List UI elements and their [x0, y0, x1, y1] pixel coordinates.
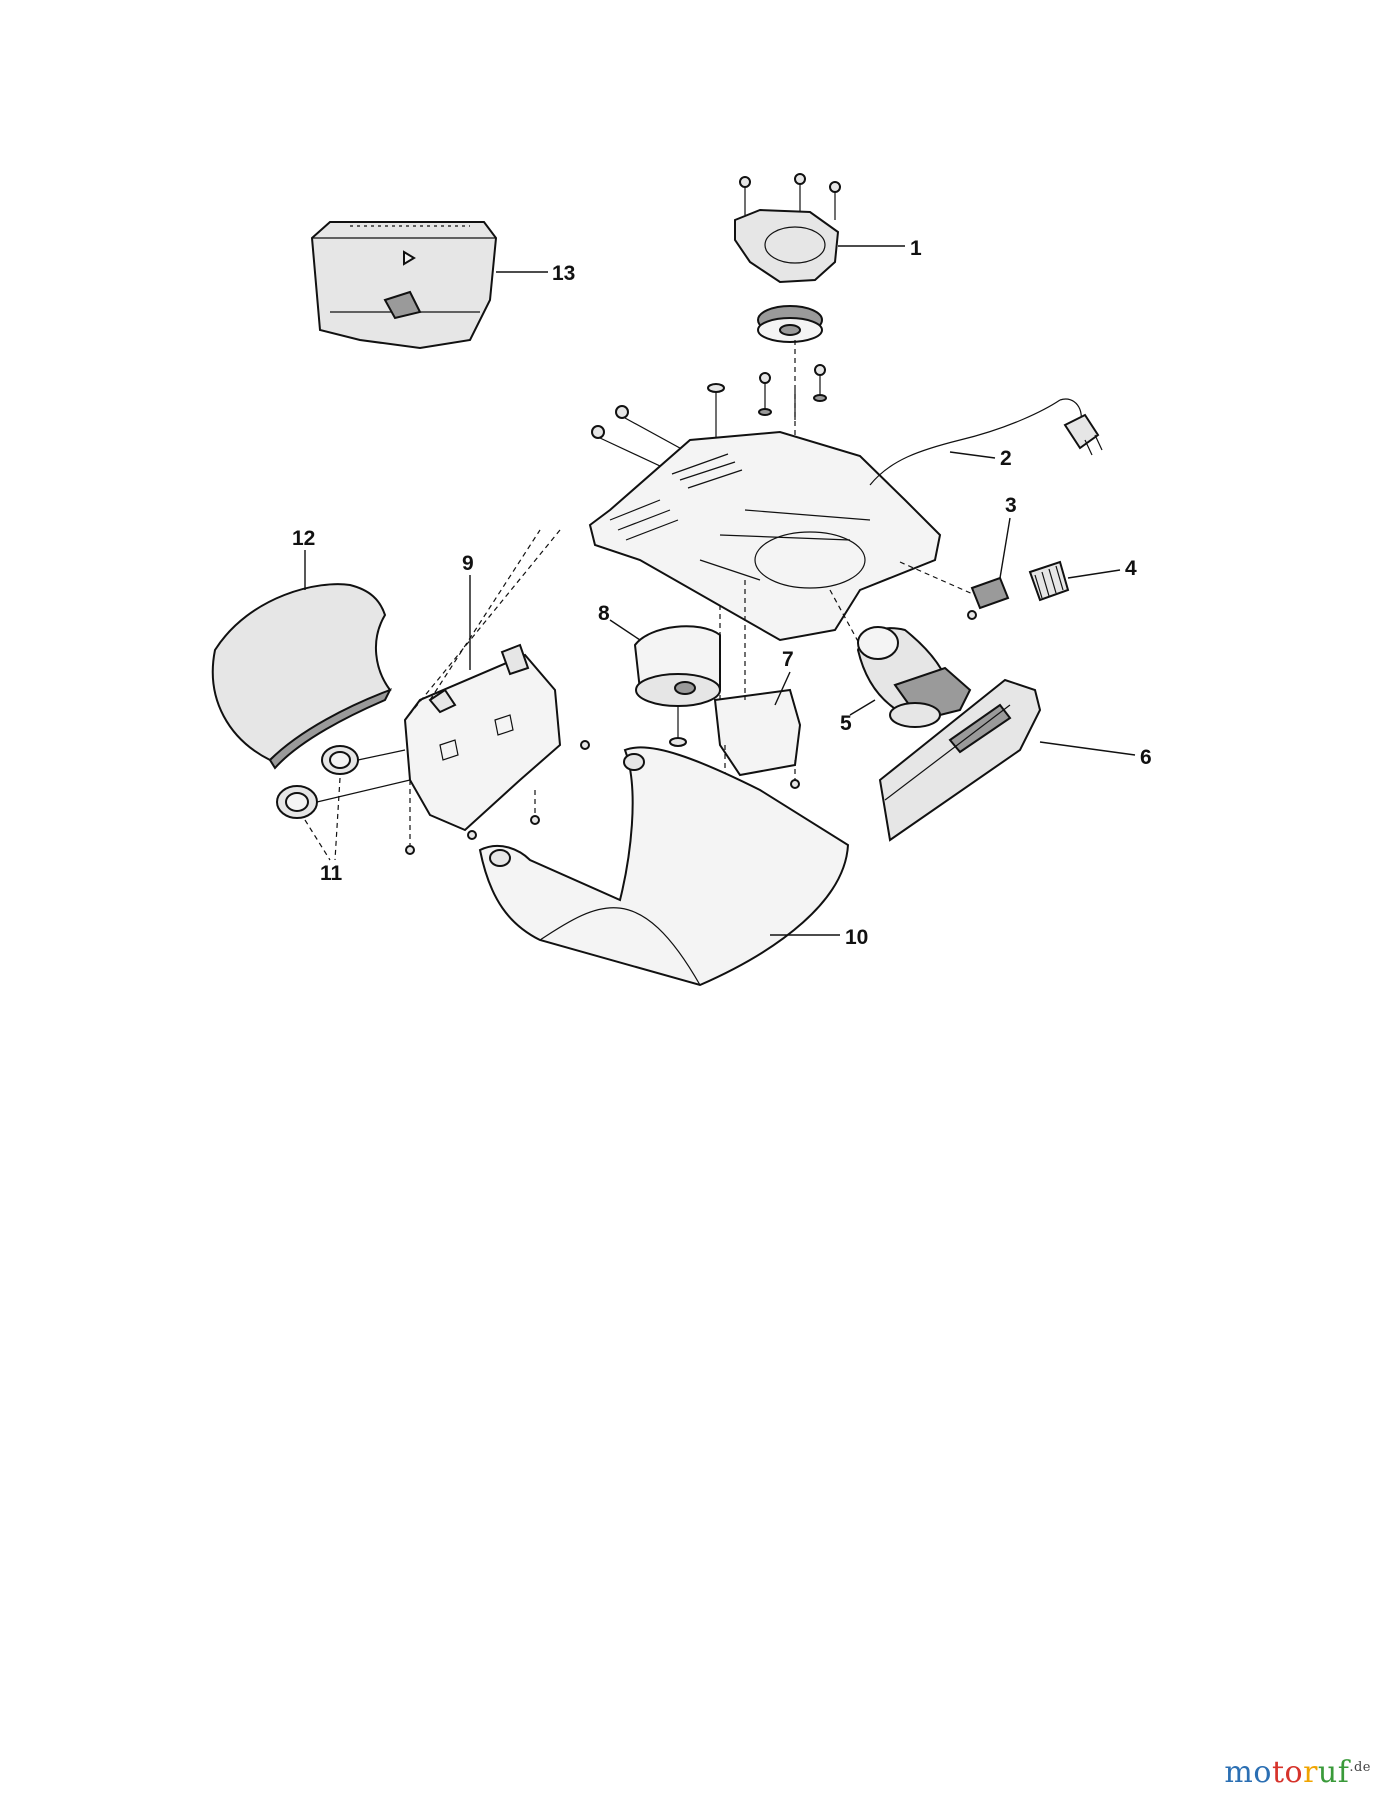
part-2-chassis: [588, 430, 942, 642]
callout-6: 6: [1140, 746, 1152, 769]
leader-4: [1067, 569, 1121, 579]
part-8-capacitor: [633, 625, 721, 747]
callout-3: 3: [1005, 494, 1017, 517]
leader-11: [304, 777, 341, 861]
callout-8: 8: [598, 602, 610, 625]
motoruf-watermark: motoruf.de: [1224, 1755, 1371, 1790]
alignment-lines: [404, 529, 721, 721]
leader-6: [1039, 741, 1136, 756]
callout-10: 10: [845, 926, 868, 949]
part-10-bottom-cover: [467, 740, 850, 987]
leader-8: [609, 619, 641, 641]
leader-3: [999, 517, 1011, 579]
part-6-board-cover: [878, 678, 1042, 842]
leader-7: [774, 671, 791, 706]
part-9-bracket: [403, 529, 562, 855]
part-13-cover: [310, 221, 498, 350]
part-3-board: [899, 561, 1010, 620]
callout-2: 2: [1000, 447, 1012, 470]
callout-13: 13: [552, 262, 575, 285]
callout-11: 11: [320, 862, 343, 885]
part-12-lens: [211, 583, 393, 770]
leader-2: [949, 451, 996, 459]
sprocket: [757, 305, 823, 343]
callout-9: 9: [462, 552, 474, 575]
part-4-connector: [1028, 560, 1070, 602]
part-5-motor: [829, 589, 972, 728]
callout-1: 1: [910, 237, 922, 260]
callout-12: 12: [292, 527, 315, 550]
callout-7: 7: [782, 648, 794, 671]
leader-5: [849, 699, 876, 716]
part-1-gear-housing: [734, 173, 841, 284]
callout-5: 5: [840, 712, 852, 735]
part-7-bracket: [713, 580, 802, 789]
chassis-bolts: [591, 340, 827, 481]
power-cord: [869, 398, 1103, 486]
part-11-sockets: [276, 745, 411, 819]
callout-4: 4: [1125, 557, 1137, 580]
